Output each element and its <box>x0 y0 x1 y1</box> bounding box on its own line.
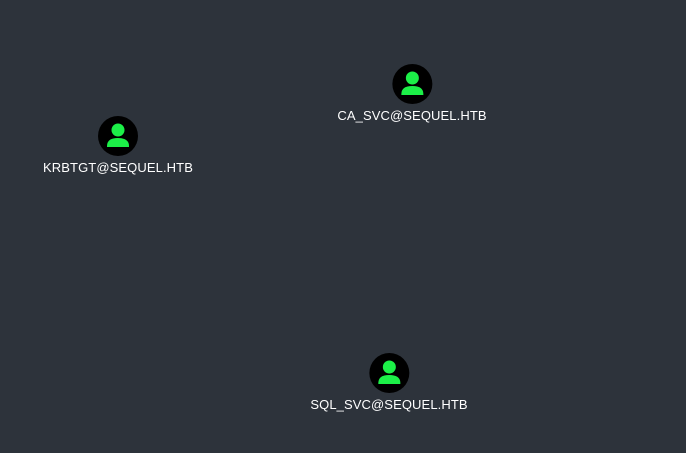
node-label: KRBTGT@SEQUEL.HTB <box>43 160 193 175</box>
user-icon[interactable] <box>368 353 409 393</box>
graph-node-sql-svc[interactable]: SQL_SVC@SEQUEL.HTB <box>310 353 468 412</box>
graph-node-krbtgt[interactable]: KRBTGT@SEQUEL.HTB <box>43 116 193 175</box>
user-icon[interactable] <box>97 116 138 156</box>
node-label: SQL_SVC@SEQUEL.HTB <box>310 397 468 412</box>
graph-node-ca-svc[interactable]: CA_SVC@SEQUEL.HTB <box>337 64 487 123</box>
node-label: CA_SVC@SEQUEL.HTB <box>337 108 487 123</box>
user-icon[interactable] <box>392 64 432 104</box>
